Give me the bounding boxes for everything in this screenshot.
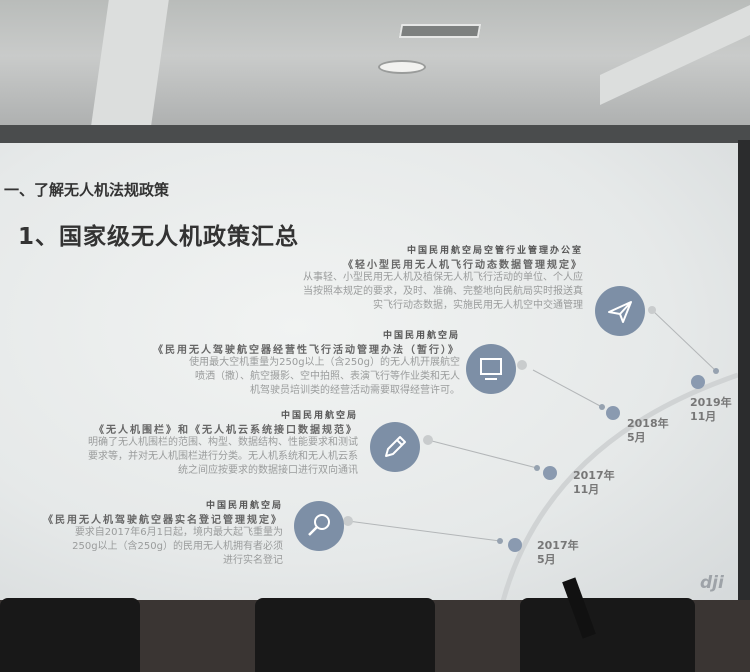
issuer: 中国民用航空局 [280, 411, 358, 421]
policy-item: 中国民用航空局 《无人机围栏》和《无人机云系统接口数据规范》 明确了无人机围栏的… [88, 408, 358, 478]
description-line: 明确了无人机围栏的范围、构型、数据结构、性能要求和测试 [88, 437, 358, 448]
policy-item: 中国民用航空局 《民用无人驾驶航空器经营性飞行活动管理办法（暂行）》 使用最大空… [153, 328, 460, 398]
connector-line [532, 369, 603, 408]
paper-plane-icon [595, 286, 645, 336]
issuer: 中国民用航空局空管行业管理办公室 [406, 246, 583, 256]
timeline-node-2018-05 [606, 406, 620, 420]
description-line: 喷洒（撒）、航空摄影、空中拍照、表演飞行等作业类和无人 [195, 371, 460, 382]
chair [255, 598, 435, 672]
document-title: 《轻小型民用无人机飞行动态数据管理规定》 [343, 260, 583, 271]
description-line: 要求自2017年6月1日起，境内最大起飞重量为 [74, 527, 283, 538]
description-line: 使用最大空机重量为250g以上（含250g）的无人机开展航空 [189, 357, 460, 368]
description-line: 统之间应按要求的数据接口进行双向通讯 [178, 465, 358, 476]
document-title: 《民用无人驾驶航空器经营性飞行活动管理办法（暂行）》 [153, 345, 460, 356]
description-line: 机驾驶员培训类的经营活动需要取得经营许可。 [250, 385, 460, 396]
timeline-arc [500, 372, 738, 603]
date-month: 5月 [537, 553, 556, 566]
slide-title: 1、国家级无人机政策汇总 [18, 224, 300, 250]
document-title: 《民用无人机驾驶航空器实名登记管理规定》 [43, 515, 283, 526]
policy-item: 中国民用航空局 《民用无人机驾驶航空器实名登记管理规定》 要求自2017年6月1… [43, 498, 283, 568]
description-line: 从事轻、小型民用无人机及植保无人机飞行活动的单位、个人应 [303, 272, 583, 283]
connector-end-dot [713, 368, 719, 374]
connector-dot [517, 360, 527, 370]
connector-end-dot [534, 465, 540, 471]
date-year: 2019年 [690, 396, 732, 409]
projected-slide: 一、了解无人机法规政策 1、国家级无人机政策汇总 中国民用航空局空管行业管理办公… [0, 143, 738, 603]
ceiling-vent [398, 24, 482, 38]
chair [520, 598, 695, 672]
connector-dot [343, 516, 353, 526]
date-month: 11月 [573, 483, 600, 496]
description-line: 实飞行动态数据，实施民用无人机空中交通管理 [373, 300, 583, 311]
description-line: 当按照本规定的要求，及时、准确、完整地向民航局实时报送真 [303, 286, 583, 297]
connector-end-dot [497, 538, 503, 544]
connector-line [347, 520, 501, 542]
ceiling [0, 0, 750, 140]
screen-frame-right [738, 140, 750, 610]
ceiling-light [378, 60, 426, 74]
description-line: 进行实名登记 [223, 555, 283, 566]
connector-dot [423, 435, 433, 445]
description-line: 要求等，并对无人机围栏进行分类。无人机系统和无人机云系 [88, 451, 358, 462]
policy-item: 中国民用航空局空管行业管理办公室 《轻小型民用无人机飞行动态数据管理规定》 从事… [303, 243, 583, 313]
date-year: 2017年 [573, 469, 615, 482]
date-year: 2018年 [627, 417, 669, 430]
screen-frame [0, 125, 750, 145]
ceiling-beam [600, 5, 750, 105]
timeline-node-2017-11 [543, 466, 557, 480]
chair [0, 598, 140, 672]
timeline [343, 306, 738, 603]
date-year: 2017年 [537, 539, 579, 552]
connector-line [651, 309, 717, 372]
issuer: 中国民用航空局 [205, 501, 283, 511]
description-line: 250g以上（含250g）的民用无人机拥有者必须 [72, 541, 283, 552]
connector-dot [648, 306, 656, 314]
document-title: 《无人机围栏》和《无人机云系统接口数据规范》 [94, 425, 358, 436]
timeline-node-2017-05 [508, 538, 522, 552]
magnifier-icon [294, 501, 344, 551]
connector-line [427, 439, 538, 469]
issuer: 中国民用航空局 [382, 331, 460, 341]
monitor-icon [466, 344, 516, 394]
date-month: 5月 [627, 431, 646, 444]
pencil-icon [370, 422, 420, 472]
section-heading: 一、了解无人机法规政策 [4, 181, 170, 199]
connector-end-dot [599, 404, 605, 410]
ceiling-beam [91, 0, 169, 125]
timeline-node-2019-11 [691, 375, 705, 389]
dji-logo: dji [700, 573, 724, 593]
date-month: 11月 [690, 410, 717, 423]
